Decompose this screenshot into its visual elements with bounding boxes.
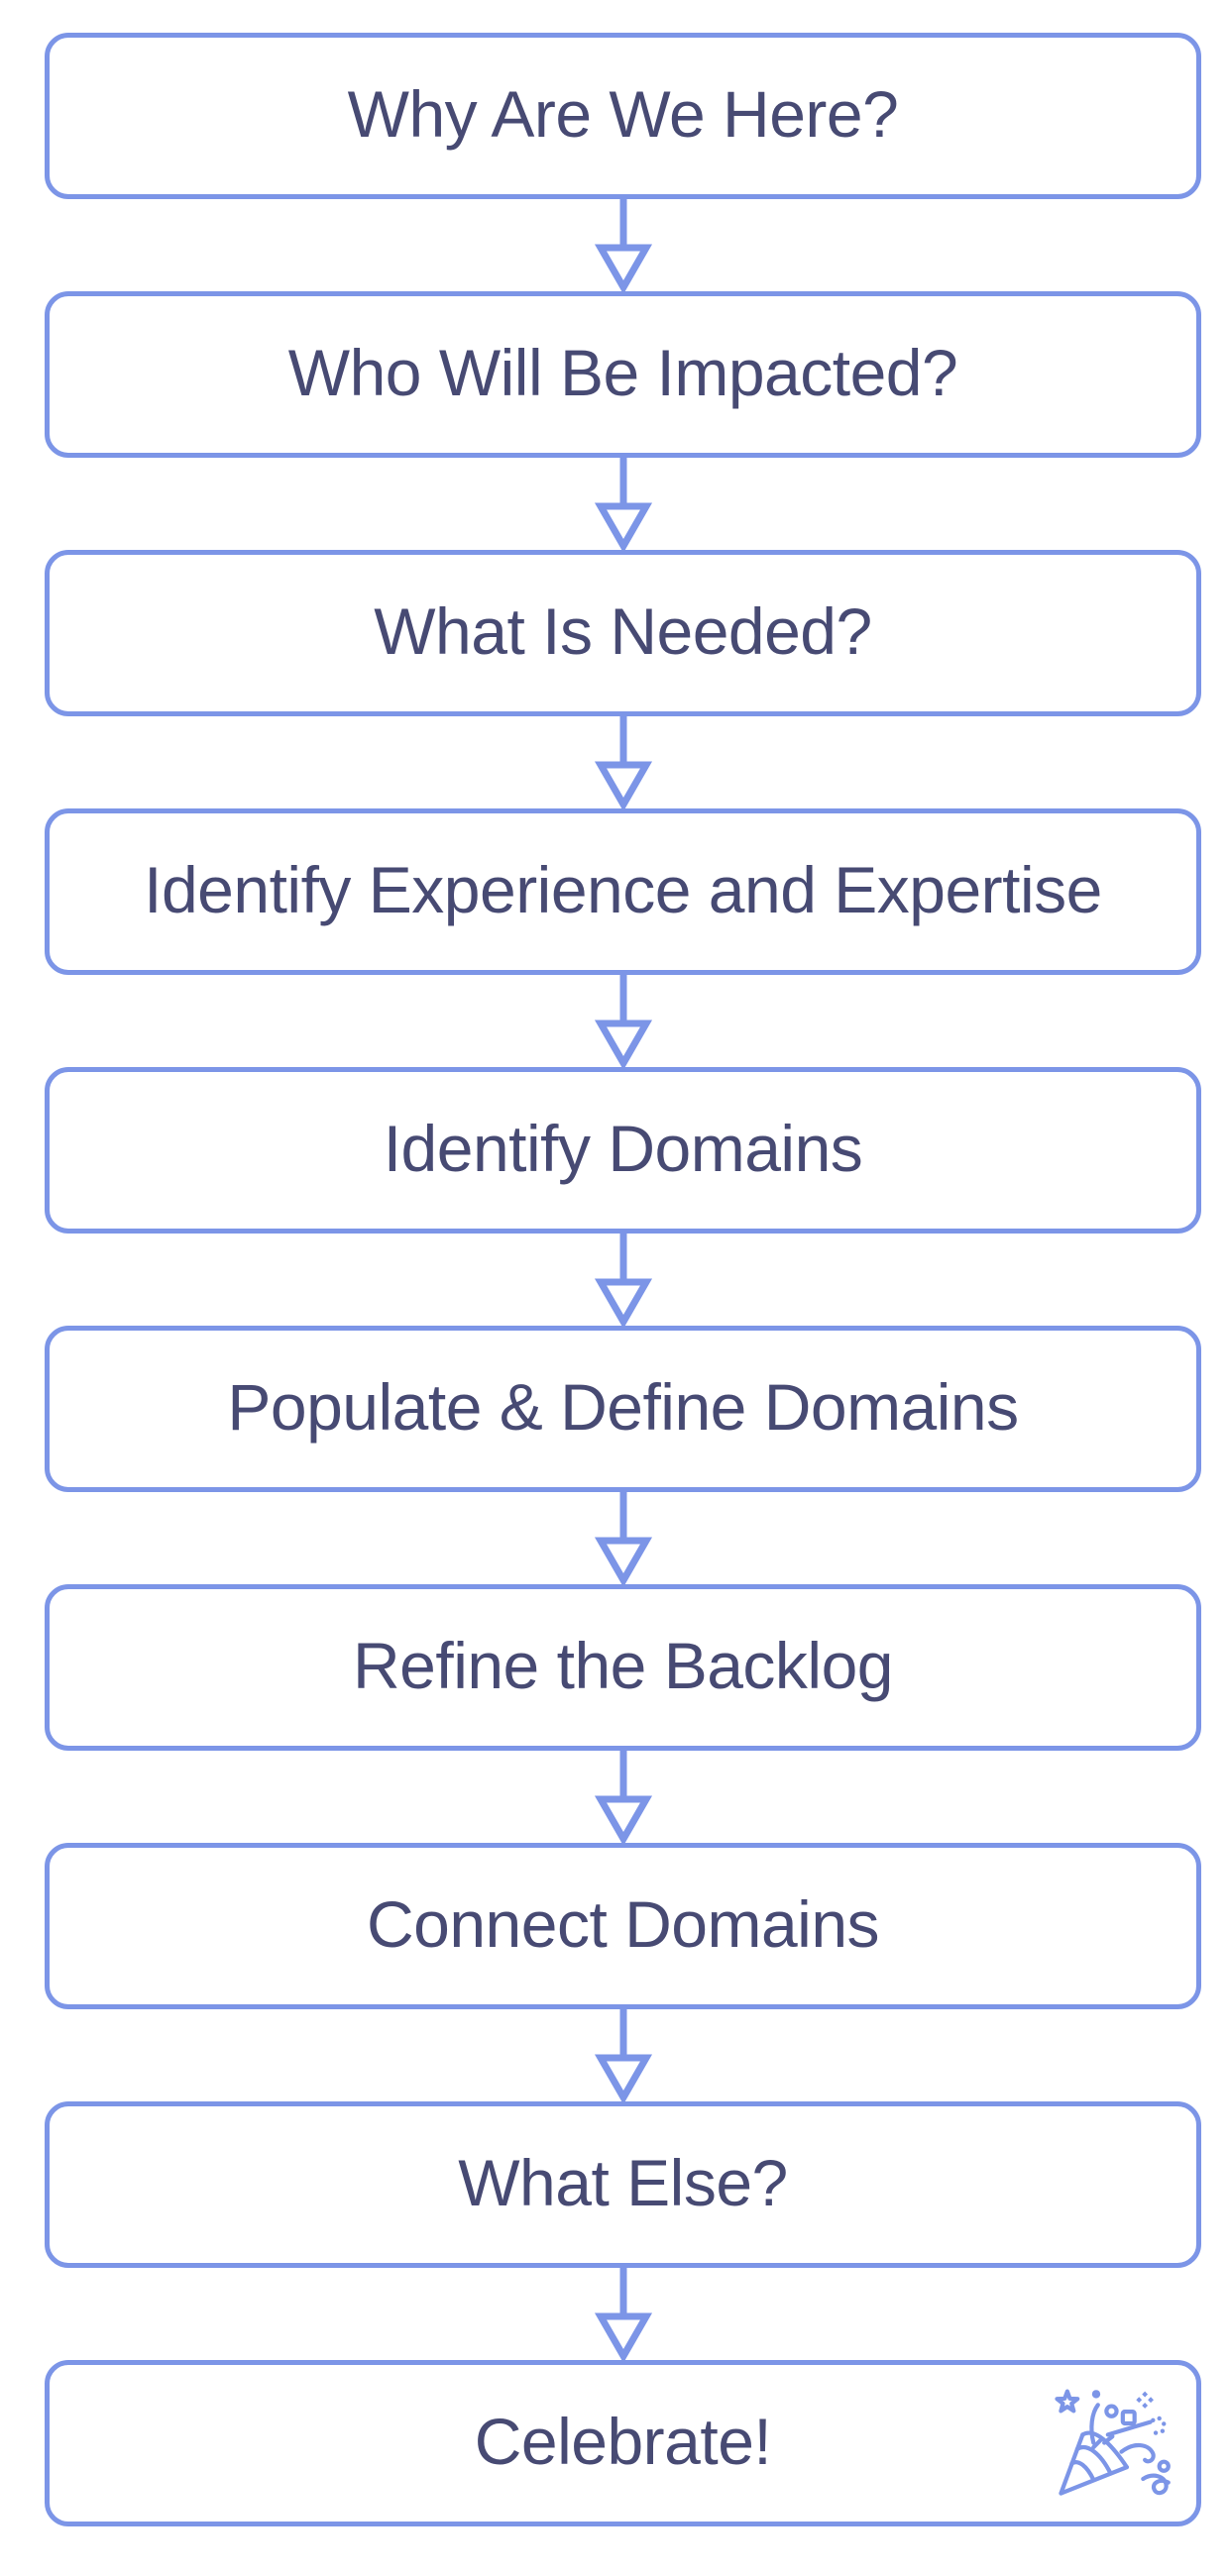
down-arrow-connector xyxy=(45,1492,1201,1584)
down-arrow-connector xyxy=(45,716,1201,808)
down-arrow-icon xyxy=(594,2009,652,2101)
down-arrow-icon xyxy=(594,2268,652,2360)
flow-step-label: Connect Domains xyxy=(366,1887,880,1961)
flow-step-celebrate: Celebrate! xyxy=(45,2360,1201,2526)
flow-step-label: What Is Needed? xyxy=(374,594,872,668)
flow-step-connect-domains: Connect Domains xyxy=(45,1843,1201,2009)
down-arrow-connector xyxy=(45,2268,1201,2360)
down-arrow-connector xyxy=(45,1751,1201,1843)
flow-step-label: Populate & Define Domains xyxy=(227,1370,1019,1444)
flow-step-label: Identify Domains xyxy=(383,1112,863,1185)
down-arrow-icon xyxy=(594,1234,652,1326)
flow-step-label: What Else? xyxy=(458,2146,788,2219)
down-arrow-icon xyxy=(594,1751,652,1843)
flow-step-why-are-we-here: Why Are We Here? xyxy=(45,33,1201,199)
flow-step-identify-experience-and-expertise: Identify Experience and Expertise xyxy=(45,808,1201,975)
flow-step-populate-define-domains: Populate & Define Domains xyxy=(45,1326,1201,1492)
flow-step-what-is-needed: What Is Needed? xyxy=(45,550,1201,716)
down-arrow-icon xyxy=(594,458,652,550)
down-arrow-connector xyxy=(45,2009,1201,2101)
flow-step-label: Celebrate! xyxy=(474,2405,772,2478)
down-arrow-icon xyxy=(594,716,652,808)
flow-step-identify-domains: Identify Domains xyxy=(45,1067,1201,1234)
down-arrow-icon xyxy=(594,199,652,291)
down-arrow-connector xyxy=(45,975,1201,1067)
down-arrow-icon xyxy=(594,975,652,1067)
down-arrow-connector xyxy=(45,458,1201,550)
flow-step-who-will-be-impacted: Who Will Be Impacted? xyxy=(45,291,1201,458)
flow-step-label: Identify Experience and Expertise xyxy=(144,853,1102,926)
flow-step-label: Refine the Backlog xyxy=(352,1629,894,1702)
down-arrow-icon xyxy=(594,1492,652,1584)
flowchart: Why Are We Here? Who Will Be Impacted? W… xyxy=(0,33,1229,2526)
flow-step-label: Why Are We Here? xyxy=(347,77,899,151)
flow-step-label: Who Will Be Impacted? xyxy=(287,336,958,409)
party-popper-icon xyxy=(1055,2389,1171,2496)
down-arrow-connector xyxy=(45,1234,1201,1326)
flow-step-refine-the-backlog: Refine the Backlog xyxy=(45,1584,1201,1751)
flow-step-what-else: What Else? xyxy=(45,2101,1201,2268)
down-arrow-connector xyxy=(45,199,1201,291)
